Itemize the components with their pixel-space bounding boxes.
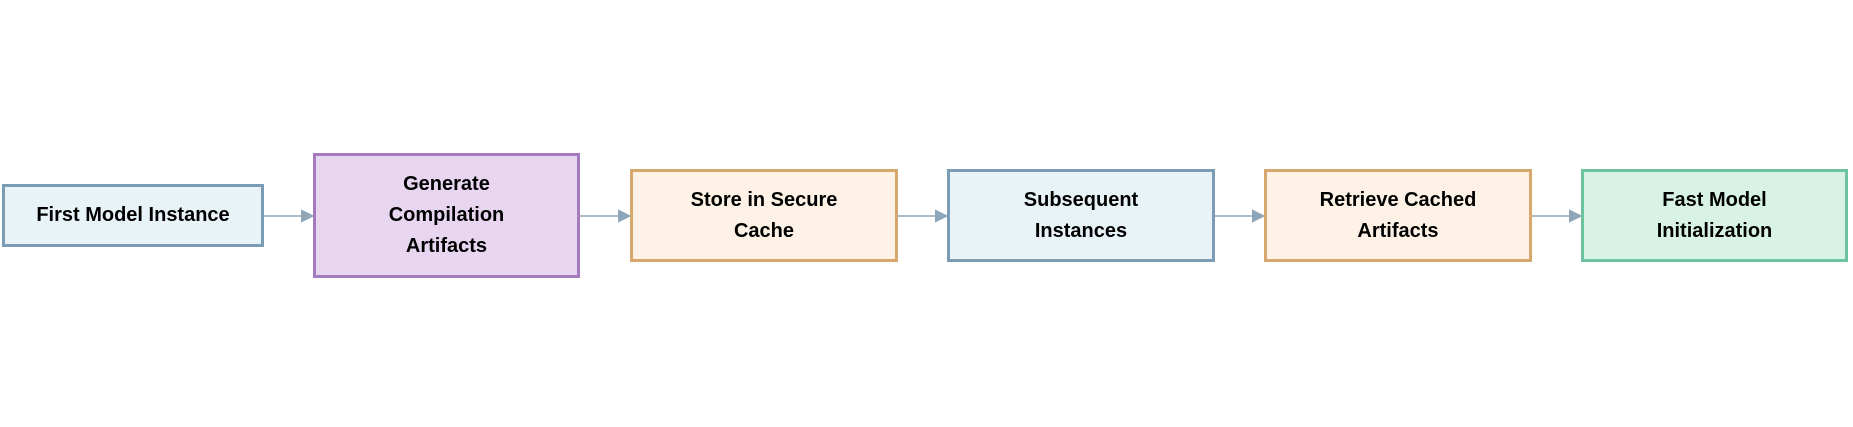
step-fast-model-initialization: Fast Model Initialization [1581,169,1848,262]
step-retrieve-cached-artifacts: Retrieve Cached Artifacts [1264,169,1532,262]
step-label: Subsequent Instances [1023,188,1139,242]
step-label: Store in Secure Cache [690,188,838,242]
step-subsequent-instances: Subsequent Instances [947,169,1215,262]
step-label: Retrieve Cached Artifacts [1319,188,1477,242]
step-label: Fast Model Initialization [1656,188,1773,242]
step-store-in-secure-cache: Store in Secure Cache [630,169,898,262]
step-label: Generate Compilation Artifacts [388,173,505,257]
step-generate-compilation-artifacts: Generate Compilation Artifacts [313,153,580,278]
step-label: First Model Instance [36,204,230,226]
step-first-model-instance: First Model Instance [2,184,264,247]
